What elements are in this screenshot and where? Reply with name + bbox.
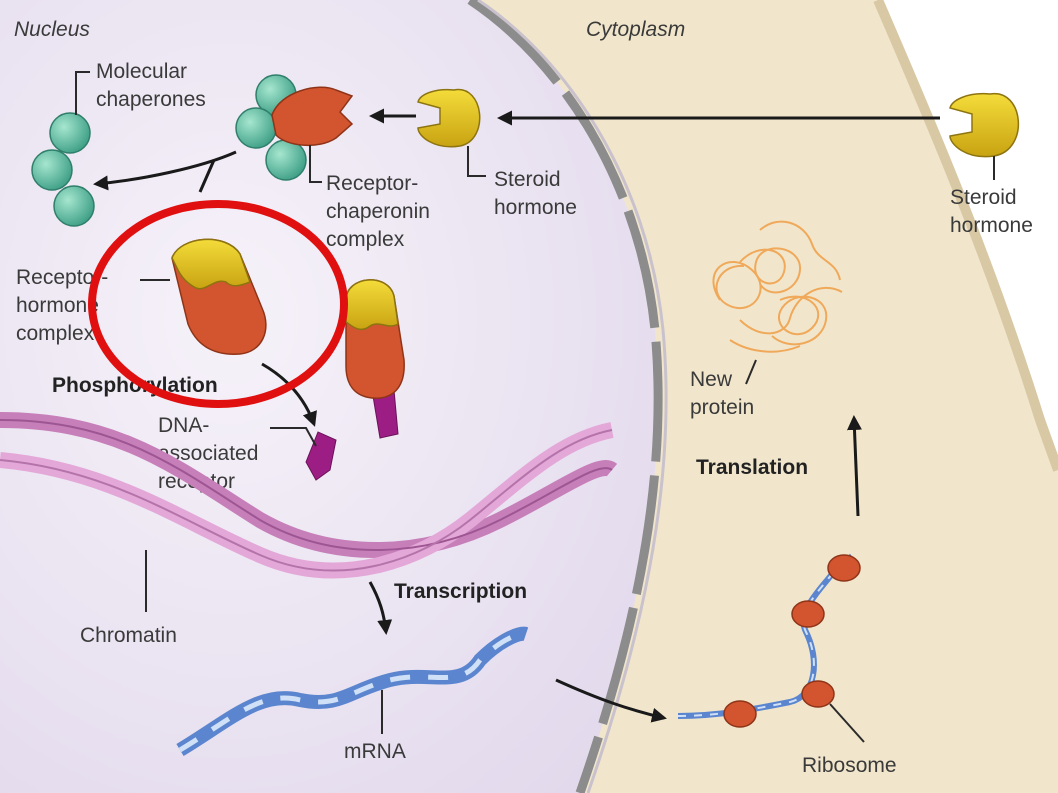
phosphorylation-label: Phosphorylation: [52, 374, 218, 397]
nucleus-region: [0, 0, 659, 793]
steroid-hormone-nucleus: [417, 88, 481, 148]
release-arrow: [93, 150, 237, 191]
translation-label: Translation: [696, 456, 808, 479]
transcription-arrow: [368, 581, 393, 635]
cell-membrane: [873, 0, 1058, 472]
dna-associated-receptor: [305, 431, 337, 481]
steroid-hormone-nucleus-label: Steroid hormone: [494, 168, 577, 219]
ribosome-label: Ribosome: [802, 754, 897, 777]
translation-arrow: [846, 415, 862, 517]
nucleus-label: Nucleus: [14, 18, 90, 41]
receptor-chaperonin-complex-label: Receptor- chaperonin complex: [326, 172, 436, 251]
mrna-label: mRNA: [344, 740, 406, 763]
receptor-chaperonin-complex: [235, 74, 354, 181]
steroid-hormone-outside: [949, 92, 1019, 158]
highlight-circle: [88, 200, 348, 408]
chromatin-label: Chromatin: [80, 624, 177, 647]
transcription-label: Transcription: [394, 580, 527, 603]
phosphorylation-arrow: [261, 362, 317, 427]
ribosome-icons: [723, 554, 861, 728]
dna-bound-complex: [345, 279, 405, 439]
export-arrow: [555, 678, 667, 723]
receptor-hormone-complex-label: Receptor- hormone complex: [16, 266, 114, 345]
new-protein-coil: [712, 220, 843, 353]
mrna-strand: [176, 626, 529, 757]
new-protein-label: New protein: [690, 368, 754, 419]
nuclear-envelope: [467, 0, 663, 793]
free-chaperones: [31, 112, 95, 227]
chromatin-helix: [0, 412, 618, 579]
release-branch: [198, 159, 216, 193]
molecular-chaperones-label: Molecular chaperones: [96, 60, 206, 111]
receptor-hormone-complex: [171, 238, 267, 355]
cytoplasm-label: Cytoplasm: [586, 18, 685, 41]
steroid-hormone-outside-label: Steroid hormone: [950, 186, 1033, 237]
